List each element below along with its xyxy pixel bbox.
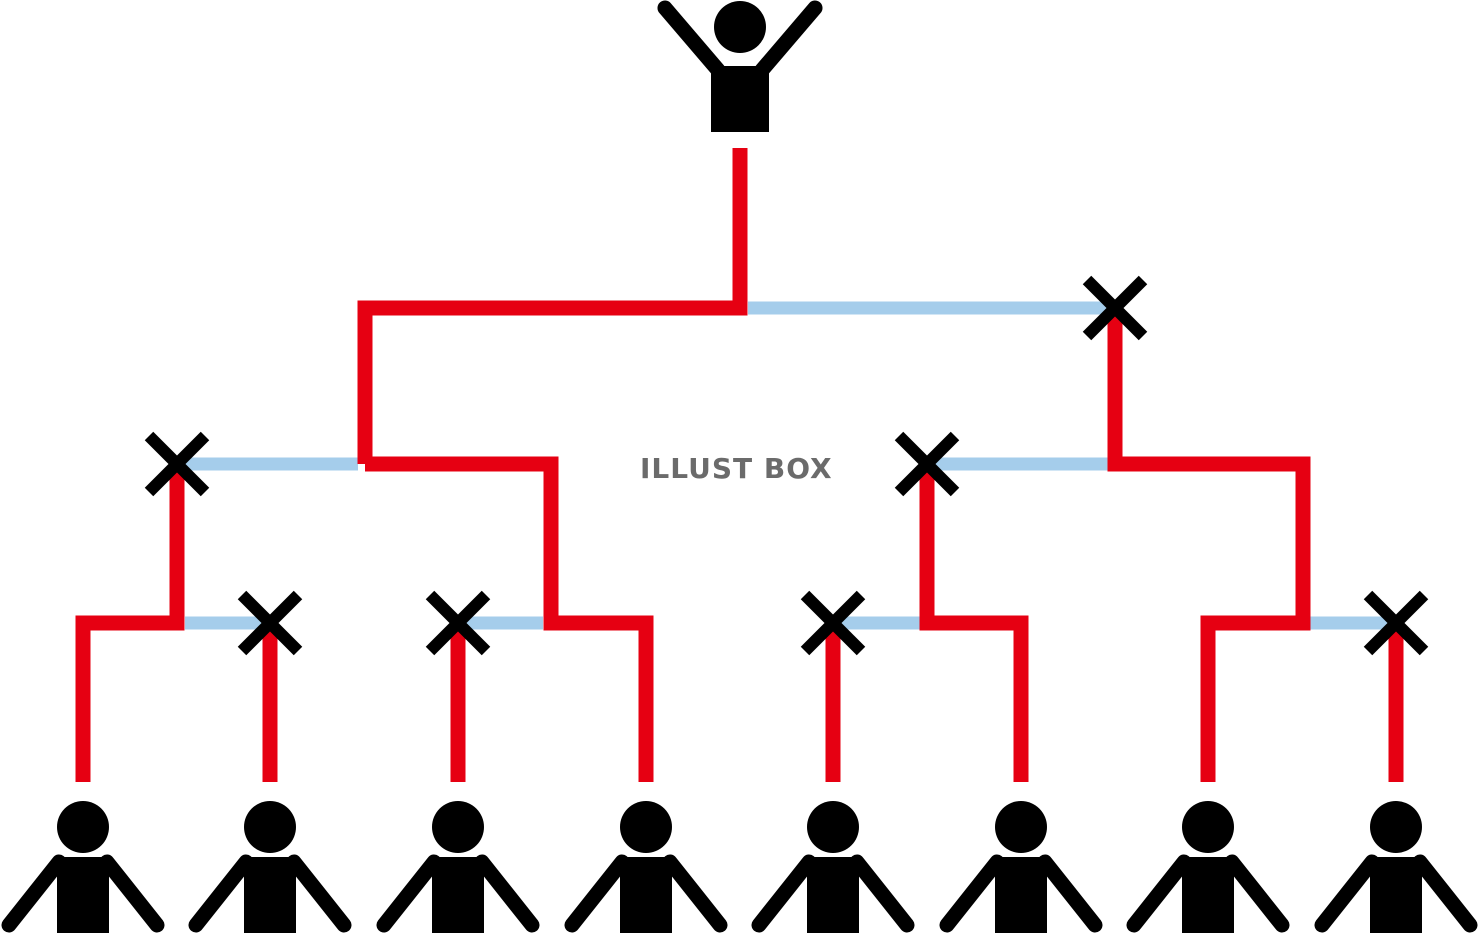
cross-mark-icon <box>1082 275 1148 341</box>
cross-mark-icon <box>1363 590 1429 656</box>
person-icon <box>188 801 352 933</box>
person-icon <box>1126 801 1290 933</box>
eliminated-marks <box>144 275 1429 656</box>
cross-mark-icon <box>800 590 866 656</box>
person-icon <box>939 801 1103 933</box>
winner-path-semi-right-b <box>919 464 1029 782</box>
champion-head <box>714 1 766 53</box>
winning-paths <box>75 148 1404 782</box>
champion-right-arm <box>754 0 823 78</box>
cross-mark-icon <box>425 590 491 656</box>
champion-figure-icon <box>657 0 823 132</box>
champion-left-arm <box>657 0 726 78</box>
person-icon <box>1 801 165 933</box>
person-icon <box>564 801 728 933</box>
winner-path-semi-left-a <box>365 456 654 782</box>
watermark-text: ILLUST BOX <box>640 452 833 485</box>
person-icon <box>751 801 915 933</box>
cross-mark-icon <box>144 431 210 497</box>
person-icon <box>376 801 540 933</box>
winner-path-semi-right-a <box>1107 308 1311 782</box>
cross-mark-icon <box>237 590 303 656</box>
person-icon <box>1314 801 1478 933</box>
winner-path-semi-left-b <box>75 464 185 782</box>
winner-path-final <box>357 148 748 464</box>
cross-mark-icon <box>894 431 960 497</box>
entrant-figures <box>1 801 1478 933</box>
eliminated-paths <box>185 301 1397 630</box>
